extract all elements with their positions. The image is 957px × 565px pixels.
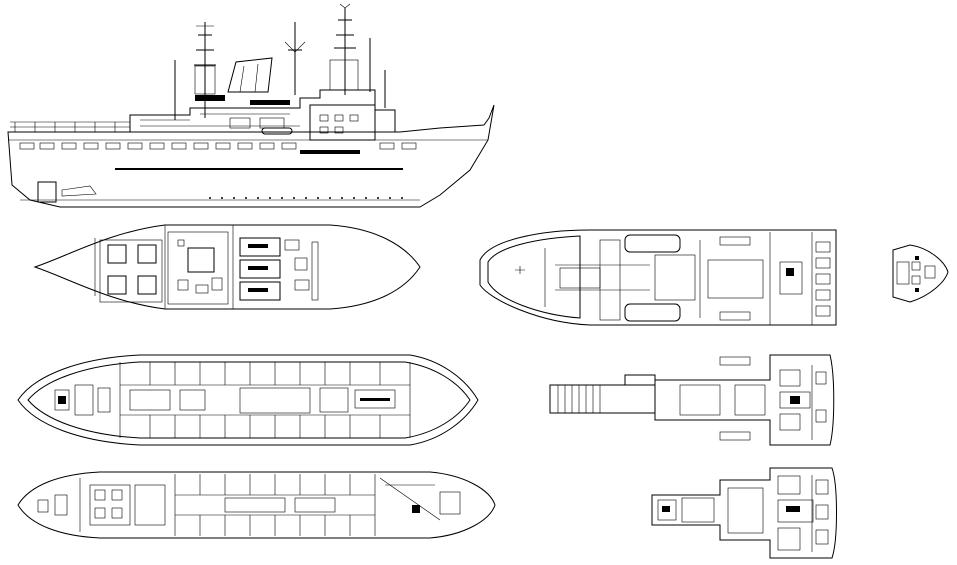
- deck-plan-bridge: [549, 354, 835, 446]
- bulwark-openings: [19, 142, 417, 150]
- deck-plan-c: [17, 471, 496, 539]
- deck-plan-b: [17, 354, 479, 446]
- superstructure: [129, 89, 396, 141]
- deck-plan-upper-bridge: [651, 467, 837, 559]
- side-rail-band: [300, 150, 360, 154]
- stern-ramp: [37, 181, 57, 203]
- masts: [174, 3, 386, 120]
- funnel: [227, 57, 273, 93]
- funnel-casing-plan: [549, 384, 656, 414]
- waterline-stripe: [115, 168, 403, 170]
- ship-side-profile: [7, 3, 495, 208]
- deck-plan-forecastle: [479, 229, 837, 326]
- bow-detail-plan: [892, 244, 949, 303]
- portholes: [209, 197, 403, 199]
- deck-plan-a: [33, 224, 421, 310]
